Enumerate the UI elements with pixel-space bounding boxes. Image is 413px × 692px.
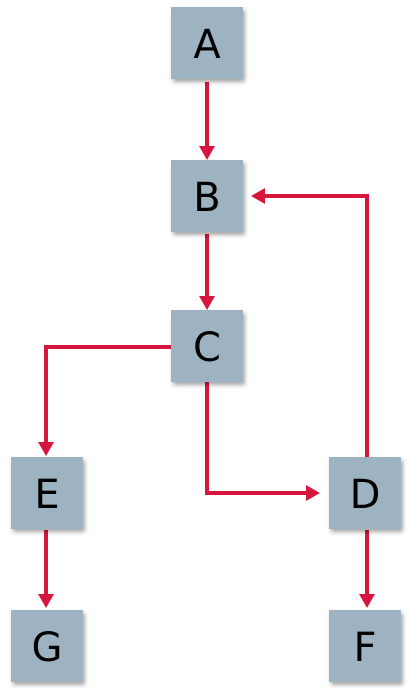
edge-c-to-d [205, 382, 320, 501]
node-f: F [329, 610, 401, 682]
node-f-label: F [353, 625, 376, 671]
node-e: E [11, 457, 83, 529]
edge-b-to-c [199, 234, 215, 310]
edge-c-to-e [38, 345, 171, 456]
node-c-label: C [193, 325, 221, 371]
edge-d-to-f [359, 530, 375, 608]
node-b: B [171, 160, 243, 232]
node-a-label: A [193, 22, 221, 68]
node-c: C [171, 310, 243, 382]
node-a: A [171, 7, 243, 79]
edge-e-to-g [38, 530, 54, 608]
node-g-label: G [32, 625, 63, 671]
node-d: D [329, 457, 401, 529]
node-e-label: E [34, 472, 59, 518]
nodes: A B C D E F G [11, 7, 401, 682]
node-g: G [11, 610, 83, 682]
edge-d-to-b [251, 188, 369, 458]
edges [38, 82, 375, 608]
node-b-label: B [193, 175, 220, 221]
node-d-label: D [350, 472, 381, 518]
edge-a-to-b [199, 82, 215, 160]
